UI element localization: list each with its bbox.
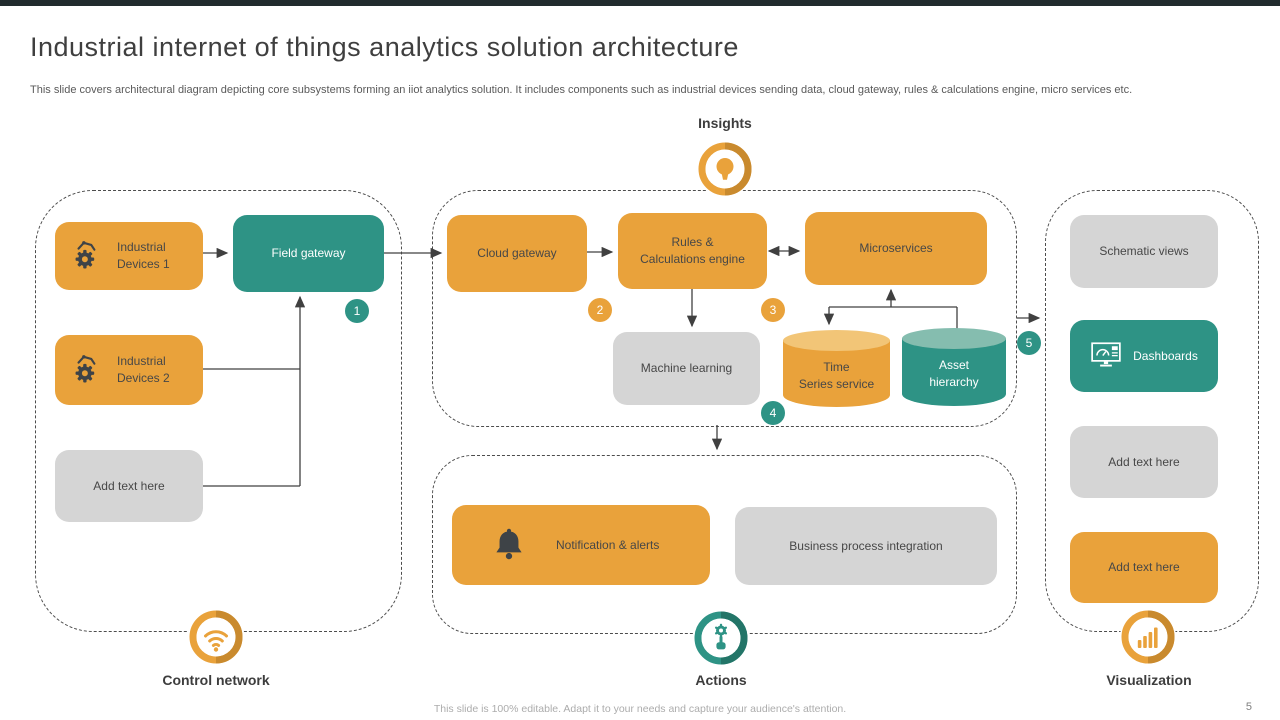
node-label: Add text here — [1108, 454, 1180, 469]
node-asset-hierarchy[interactable]: Asset hierarchy — [902, 328, 1006, 406]
node-label: Industrial Devices 1 — [117, 240, 170, 271]
section-label-insights: Insights — [698, 115, 752, 131]
lightbulb-icon — [697, 141, 753, 197]
node-label: Schematic views — [1099, 244, 1189, 259]
gear-hand-icon — [693, 610, 749, 666]
node-label: Business process integration — [789, 538, 943, 553]
node-cloud-gateway[interactable]: Cloud gateway — [447, 215, 587, 292]
node-label: Dashboards — [1133, 348, 1198, 363]
cylinder-top — [902, 328, 1006, 349]
node-add-text-placeholder[interactable]: Add text here — [1070, 426, 1218, 498]
bar-chart-icon — [1120, 609, 1176, 665]
node-label: Rules & Calculations engine — [640, 235, 745, 266]
node-add-text-placeholder[interactable]: Add text here — [55, 450, 203, 522]
section-label-actions: Actions — [695, 672, 747, 688]
wifi-icon — [188, 609, 244, 665]
node-label: Microservices — [859, 241, 933, 256]
robot-gear-icon — [69, 351, 105, 390]
step-badge-2: 2 — [588, 298, 612, 322]
node-industrial-devices-1[interactable]: Industrial Devices 1 — [55, 222, 203, 290]
slide-description: This slide covers architectural diagram … — [30, 84, 1133, 96]
bell-icon — [488, 523, 530, 568]
node-field-gateway[interactable]: Field gateway — [233, 215, 384, 292]
node-label: Add text here — [93, 478, 165, 493]
section-label-control-network: Control network — [162, 672, 270, 688]
cylinder-body — [783, 340, 890, 407]
node-add-text-placeholder[interactable]: Add text here — [1070, 532, 1218, 603]
node-business-process-integration[interactable]: Business process integration — [735, 507, 997, 585]
node-rules-calculations-engine[interactable]: Rules & Calculations engine — [618, 213, 767, 289]
node-label: Time Series service — [798, 360, 875, 391]
page-number: 5 — [1245, 701, 1252, 713]
top-accent-bar — [0, 0, 1280, 6]
node-label: Notification & alerts — [556, 537, 660, 552]
node-microservices[interactable]: Microservices — [805, 212, 987, 285]
node-label: Industrial Devices 2 — [117, 354, 170, 385]
node-label: Cloud gateway — [477, 246, 557, 261]
step-badge-5: 5 — [1017, 331, 1041, 355]
step-badge-3: 3 — [761, 298, 785, 322]
cylinder-body — [902, 338, 1006, 406]
page-title: Industrial internet of things analytics … — [30, 32, 739, 62]
step-badge-4: 4 — [761, 401, 785, 425]
node-label: Asset hierarchy — [929, 358, 979, 389]
footer-note: This slide is 100% editable. Adapt it to… — [433, 703, 847, 715]
node-schematic-views[interactable]: Schematic views — [1070, 215, 1218, 288]
node-dashboards[interactable]: Dashboards — [1070, 320, 1218, 392]
node-label: Field gateway — [271, 246, 346, 261]
step-badge-1: 1 — [345, 299, 369, 323]
node-label: Add text here — [1108, 560, 1180, 575]
node-industrial-devices-2[interactable]: Industrial Devices 2 — [55, 335, 203, 405]
section-label-visualization: Visualization — [1106, 672, 1192, 688]
node-time-series-service[interactable]: Time Series service — [783, 330, 890, 407]
node-machine-learning[interactable]: Machine learning — [613, 332, 760, 405]
node-notification-alerts[interactable]: Notification & alerts — [452, 505, 710, 585]
dashboard-monitor-icon — [1090, 341, 1122, 372]
node-label: Machine learning — [640, 361, 733, 376]
cylinder-top — [783, 330, 890, 351]
robot-gear-icon — [69, 237, 105, 276]
